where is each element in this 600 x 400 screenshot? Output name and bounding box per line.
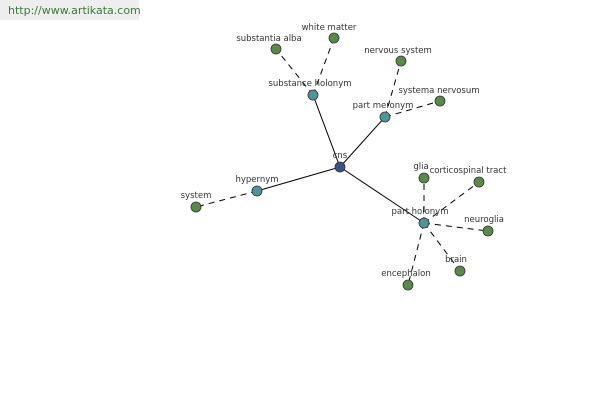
node-label-substance-holonym[interactable]: substance holonym	[268, 79, 351, 89]
node-label-brain[interactable]: brain	[445, 255, 467, 265]
relation-node-hypernym[interactable]	[251, 185, 263, 197]
node-label-part-holonym[interactable]: part holonym	[392, 207, 449, 217]
edge-cns-part-holonym	[339, 166, 425, 224]
edge-cns-part-meronym	[339, 116, 386, 168]
node-label-neuroglia[interactable]: neuroglia	[464, 215, 504, 225]
edge-part-holonym-brain	[423, 222, 461, 272]
node-label-system[interactable]: system	[181, 191, 212, 201]
relation-node-substance-holonym[interactable]	[307, 89, 319, 101]
node-label-white-matter[interactable]: white matter	[302, 23, 357, 33]
root-node-cns[interactable]	[334, 161, 346, 173]
leaf-node-white-matter[interactable]	[328, 32, 340, 44]
graph-edges	[195, 37, 489, 286]
leaf-node-substantia-alba[interactable]	[270, 43, 282, 55]
relation-node-part-holonym[interactable]	[418, 217, 430, 229]
edge-part-holonym-corticospinal-tract	[423, 181, 480, 224]
leaf-node-encephalon[interactable]	[402, 279, 414, 291]
site-url-link[interactable]: http://www.artikata.com	[8, 4, 141, 17]
node-label-part-meronym[interactable]: part meronym	[353, 101, 414, 111]
node-label-substantia-alba[interactable]: substantia alba	[236, 34, 301, 44]
node-label-cns[interactable]: cns	[333, 151, 348, 161]
graph-nodes	[190, 32, 494, 291]
edge-cns-hypernym	[256, 166, 341, 192]
node-label-encephalon[interactable]: encephalon	[381, 269, 430, 279]
node-label-nervous-system[interactable]: nervous system	[364, 46, 432, 56]
leaf-node-brain[interactable]	[454, 265, 466, 277]
leaf-node-glia[interactable]	[418, 172, 430, 184]
relation-node-part-meronym[interactable]	[379, 111, 391, 123]
node-label-hypernym[interactable]: hypernym	[235, 175, 278, 185]
leaf-node-systema-nervosum[interactable]	[434, 95, 446, 107]
leaf-node-corticospinal-tract[interactable]	[473, 176, 485, 188]
node-label-corticospinal-tract[interactable]: corticospinal tract	[430, 166, 507, 176]
edge-part-meronym-nervous-system	[384, 60, 402, 118]
leaf-node-neuroglia[interactable]	[482, 225, 494, 237]
url-banner: http://www.artikata.com	[0, 0, 141, 20]
leaf-node-system[interactable]	[190, 201, 202, 213]
node-label-glia[interactable]: glia	[413, 162, 428, 172]
edge-part-meronym-systema-nervosum	[384, 100, 441, 118]
leaf-node-nervous-system[interactable]	[395, 55, 407, 67]
edge-cns-substance-holonym	[312, 94, 341, 168]
edge-substance-holonym-substantia-alba	[275, 48, 314, 96]
node-label-systema-nervosum[interactable]: systema nervosum	[398, 86, 479, 96]
